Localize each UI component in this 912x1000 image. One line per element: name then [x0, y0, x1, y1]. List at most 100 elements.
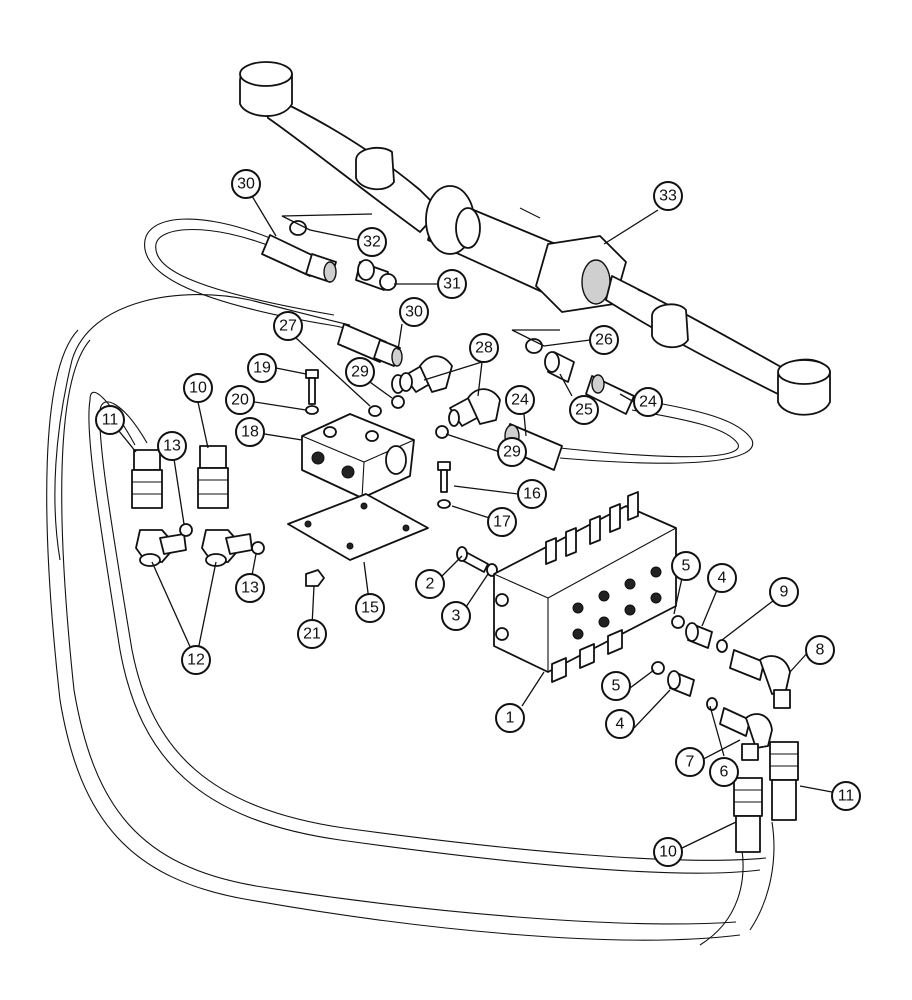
o-ring-13-left — [179, 523, 193, 537]
hydraulic-cylinder — [239, 61, 831, 416]
callout-label: 25 — [575, 402, 593, 419]
callout-label: 5 — [612, 678, 621, 695]
o-ring-29-lower — [435, 425, 449, 439]
valve-block-18 — [301, 413, 415, 499]
callout-17: 17 — [487, 507, 517, 537]
callout-11-right: 11 — [831, 781, 861, 811]
callout-label: 27 — [279, 318, 297, 335]
callout-label: 15 — [361, 600, 379, 617]
callout-label: 13 — [163, 438, 181, 455]
bolt-2 — [456, 546, 498, 577]
callout-label: 29 — [351, 364, 369, 381]
callout-label: 1 — [506, 710, 515, 727]
adapter-4-upper — [685, 622, 713, 649]
callout-label: 2 — [426, 576, 435, 593]
bolt-16 — [437, 461, 451, 509]
callout-label: 29 — [503, 444, 521, 461]
callout-12: 12 — [181, 645, 211, 675]
callout-18: 18 — [235, 417, 265, 447]
o-ring-9 — [716, 639, 728, 653]
callout-7: 7 — [675, 747, 705, 777]
elbow-6 — [719, 707, 773, 761]
callout-33: 33 — [653, 181, 683, 211]
elbow-12-left — [135, 529, 187, 567]
mounting-plate-15 — [287, 493, 429, 561]
hose-end-11-left — [131, 449, 163, 509]
o-ring-5-lower — [651, 661, 665, 675]
hose-end-11-right — [769, 741, 799, 821]
callout-label: 24 — [639, 394, 657, 411]
callout-label: 16 — [523, 486, 541, 503]
elbow-fitting-28-upper — [391, 355, 453, 394]
callout-30-upper: 30 — [231, 169, 261, 199]
callout-label: 13 — [241, 580, 259, 597]
callout-4-upper: 4 — [707, 563, 737, 593]
callout-label: 30 — [405, 304, 423, 321]
callout-13-left: 13 — [157, 431, 187, 461]
callout-label: 10 — [189, 380, 207, 397]
callout-15: 15 — [355, 593, 385, 623]
callout-28: 28 — [469, 333, 499, 363]
callout-6: 6 — [709, 757, 739, 787]
elbow-fitting-28-lower — [448, 388, 501, 427]
callout-29-upper: 29 — [345, 357, 375, 387]
callout-10-left: 10 — [183, 373, 213, 403]
hose-end-upper — [261, 220, 397, 291]
callout-30-lower: 30 — [399, 297, 429, 327]
hose-end-10-right — [733, 777, 763, 853]
callout-13-right: 13 — [235, 573, 265, 603]
callout-20: 20 — [225, 385, 255, 415]
callout-label: 31 — [443, 276, 461, 293]
elbow-12-right — [201, 529, 253, 567]
callout-label: 5 — [682, 558, 691, 575]
hose-end-10-left — [197, 445, 229, 509]
callout-label: 10 — [659, 844, 677, 861]
callout-label: 6 — [720, 764, 729, 781]
callout-label: 32 — [363, 234, 381, 251]
callout-5-upper: 5 — [671, 551, 701, 581]
callout-label: 24 — [511, 392, 529, 409]
washer-27 — [368, 405, 382, 417]
callout-label: 7 — [686, 754, 695, 771]
callout-21: 21 — [297, 619, 327, 649]
callout-32: 32 — [357, 227, 387, 257]
callout-label: 21 — [303, 626, 321, 643]
callout-26: 26 — [589, 325, 619, 355]
hoses — [46, 218, 775, 946]
callout-27: 27 — [273, 311, 303, 341]
callout-24-left: 24 — [505, 385, 535, 415]
callout-label: 19 — [253, 360, 271, 377]
callout-31: 31 — [437, 269, 467, 299]
callout-1: 1 — [495, 703, 525, 733]
callout-label: 20 — [231, 392, 249, 409]
o-ring-13-right — [251, 541, 265, 555]
callout-label: 33 — [659, 188, 677, 205]
callout-label: 3 — [452, 608, 461, 625]
callout-label: 9 — [780, 584, 789, 601]
elbow-8 — [729, 649, 791, 709]
callout-label: 4 — [718, 570, 727, 587]
callout-label: 4 — [616, 716, 625, 733]
callout-label: 8 — [816, 642, 825, 659]
callout-8: 8 — [805, 635, 835, 665]
callout-label: 11 — [102, 412, 119, 429]
callout-24-right: 24 — [633, 387, 663, 417]
callout-label: 17 — [493, 514, 511, 531]
callout-5-lower: 5 — [601, 671, 631, 701]
o-ring-5-upper — [671, 615, 685, 629]
o-ring-29-upper — [391, 395, 405, 409]
callout-25: 25 — [569, 395, 599, 425]
callout-4-lower: 4 — [605, 709, 635, 739]
callout-label: 12 — [187, 652, 205, 669]
callout-label: 11 — [838, 788, 855, 805]
callout-9: 9 — [769, 577, 799, 607]
bolt-19 — [305, 369, 319, 415]
callout-29-lower: 29 — [497, 437, 527, 467]
callout-label: 30 — [237, 176, 255, 193]
callout-19: 19 — [247, 353, 277, 383]
leader-lines — [109, 195, 833, 849]
callout-10-right: 10 — [653, 837, 683, 867]
control-valve-1 — [493, 491, 677, 683]
callout-3: 3 — [441, 601, 471, 631]
